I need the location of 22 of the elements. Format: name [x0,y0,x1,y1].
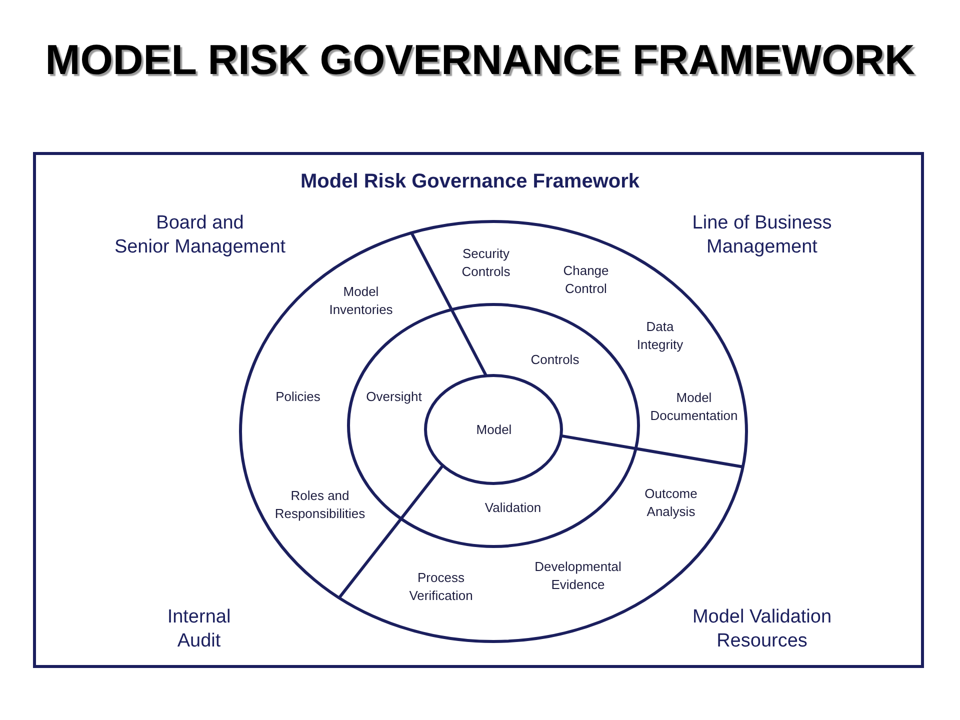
area-label: Controls [530,350,580,369]
framework-heading: Model Risk Governance Framework [300,170,640,194]
component-label: Roles and Responsibilities [274,486,366,523]
component-label: Developmental Evidence [534,558,622,594]
center-ellipse [424,374,563,485]
component-label: Model Documentation [650,388,738,425]
area-label: Oversight [366,388,422,406]
component-label: Security Controls [462,244,510,281]
center-label: Model [476,420,512,439]
area-label: Validation [484,498,542,517]
diagram-frame [33,152,924,668]
component-label: Process Verification [409,568,473,605]
stakeholder-label: Internal Audit [167,605,231,653]
component-label: Change Control [563,262,609,298]
page-title: MODEL RISK GOVERNANCE FRAMEWORK [45,36,915,84]
component-label: Outcome Analysis [644,484,698,521]
component-label: Policies [276,388,320,406]
component-label: Data Integrity [636,318,684,354]
stakeholder-label: Model Validation Resources [692,605,832,653]
stakeholder-label: Board and Senior Management [114,211,286,259]
component-label: Model Inventories [329,282,393,319]
stakeholder-label: Line of Business Management [692,211,832,259]
